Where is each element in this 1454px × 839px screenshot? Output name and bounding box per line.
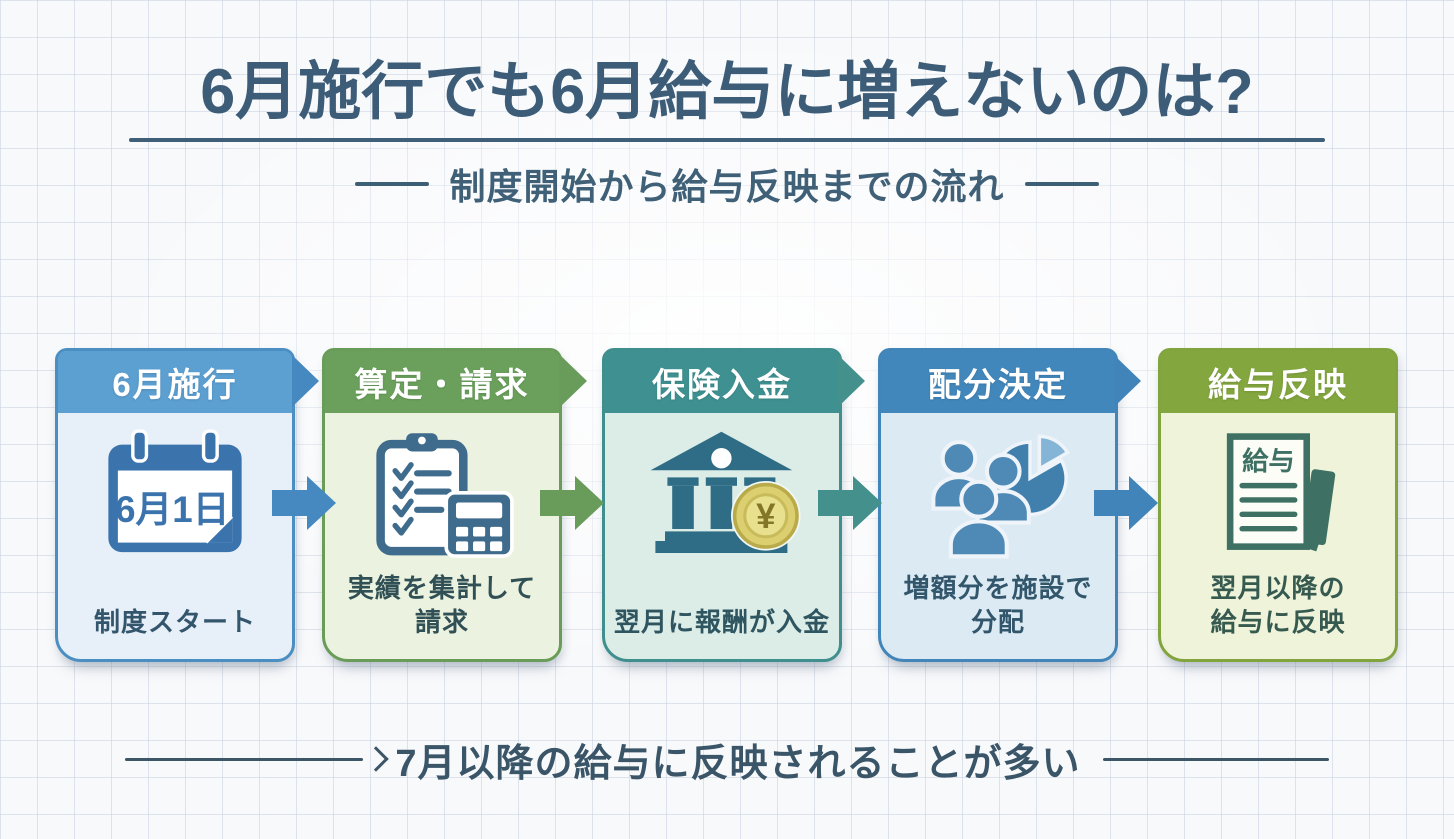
arrow-right-icon [1114,355,1141,407]
salary-document-icon: 給与 [1205,427,1351,561]
calendar-icon: 6月1日 [100,427,250,563]
subtitle-dash-left [355,182,430,187]
page-title: 6月施行でも6月給与に増えないのは? [200,57,1254,127]
step-description: 翌月に報酬が入金 [613,606,830,637]
yen-coin-icon: ¥ [731,481,801,551]
people-pie-chart-icon [919,427,1077,561]
bank-yen-coin-icon: ¥ [641,427,803,559]
step-card-june-start: 6月施行 6月1日 制度スタート [55,348,295,662]
arrow-right-icon [292,355,319,407]
page-subtitle: 制度開始から給与反映までの流れ [449,166,1005,208]
footer-line-left-with-arrow-head-icon [125,758,364,761]
svg-text:¥: ¥ [756,497,776,536]
step-description: 制度スタート [93,606,256,637]
step-card-insurance-payment: 保険入金 [602,348,842,662]
flow-arrow-3 [818,348,890,666]
arrow-right-icon [1094,476,1158,530]
step-card-distribution-decision: 配分決定 [878,348,1118,662]
step-card-salary-reflection: 給与反映 給与 [1158,348,1398,662]
footer-note: 7月以降の給与に反映されることが多い [395,743,1081,785]
arrow-right-icon [838,355,865,407]
page-header: 6月施行でも6月給与に増えないのは? 制度開始から給与反映までの流れ [0,56,1454,210]
arrow-right-icon [540,476,604,530]
arrow-right-icon [560,355,587,407]
step-header-label: 算定・請求 [325,351,559,413]
flow-arrow-4 [1094,348,1166,666]
step-header-label: 配分決定 [881,351,1115,413]
step-description: 翌月以降の 給与に反映 [1210,573,1346,637]
step-header-label: 保険入金 [605,351,839,413]
document-title-label: 給与 [1242,446,1295,476]
flow-arrow-2 [540,348,612,666]
footer-note-row: 7月以降の給与に反映されることが多い [0,732,1454,787]
step-description: 増額分を施設で 分配 [903,573,1093,637]
footer-line-right [1102,758,1329,761]
step-header-label: 6月施行 [58,351,292,413]
title-underline [129,138,1325,143]
arrow-right-icon [272,476,336,530]
step-description: 実績を集計して 請求 [347,573,537,637]
arrow-right-icon [818,476,882,530]
flow-arrow-1 [272,348,344,666]
step-header-label: 給与反映 [1161,351,1395,413]
calendar-date-label: 6月1日 [115,489,229,530]
step-card-calculation-billing: 算定・請求 [322,348,562,662]
subtitle-row: 制度開始から給与反映までの流れ [0,158,1454,210]
subtitle-dash-right [1024,182,1099,187]
clipboard-calculator-icon [366,427,518,561]
